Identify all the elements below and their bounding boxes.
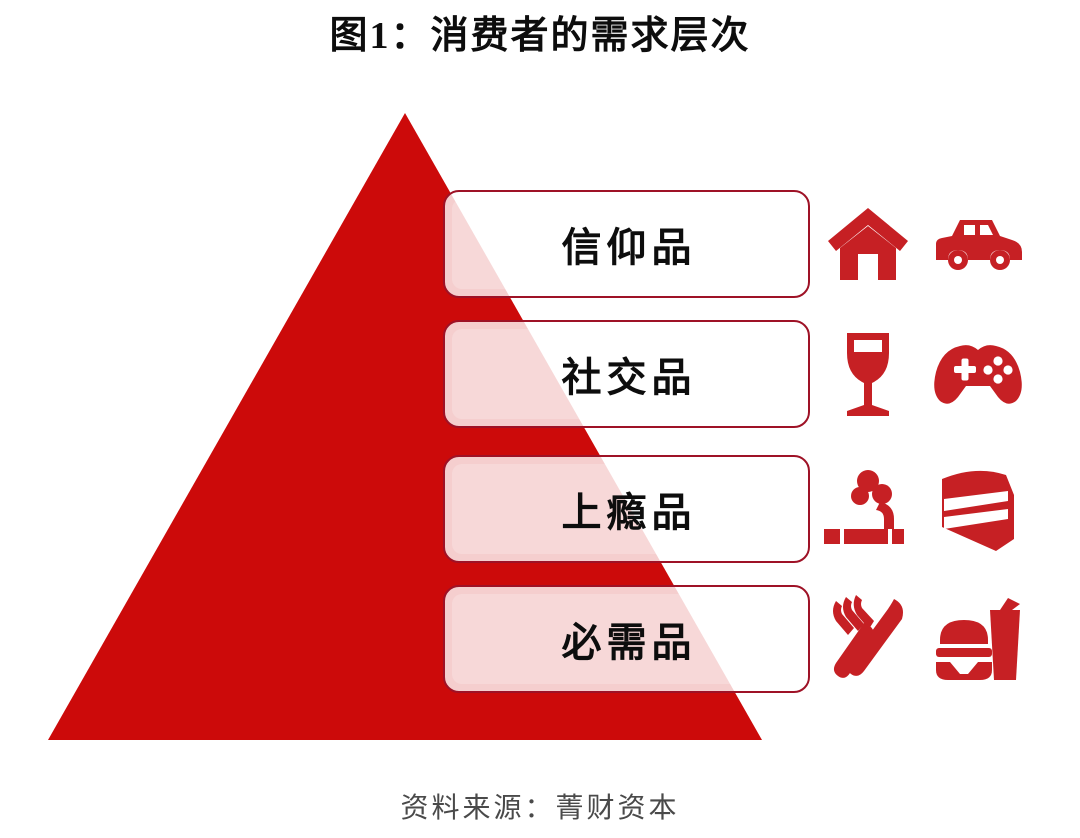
- level-label-box[interactable]: 社交品: [443, 320, 810, 428]
- pyramid-shape: [48, 113, 762, 740]
- level-icon-pair: [822, 455, 1042, 563]
- cigarette-icon: [822, 463, 914, 555]
- level-icon-pair: [822, 320, 1042, 428]
- level-label-box[interactable]: 必需品: [443, 585, 810, 693]
- fork-knife-icon: [822, 593, 914, 685]
- burger-drink-icon: [932, 593, 1024, 685]
- level-icon-pair: [822, 190, 1042, 298]
- pyramid-level-4[interactable]: 必需品: [0, 585, 1080, 693]
- level-icon-pair: [822, 585, 1042, 693]
- level-label-text: 信仰品: [561, 225, 697, 270]
- level-label-text: 上瘾品: [561, 490, 697, 535]
- wine-glass-icon: [822, 328, 914, 420]
- cake-slice-icon: [932, 463, 1024, 555]
- game-controller-icon: [932, 328, 1024, 420]
- level-label-box[interactable]: 信仰品: [443, 190, 810, 298]
- house-icon: [822, 198, 914, 290]
- pyramid-level-3[interactable]: 上瘾品: [0, 455, 1080, 563]
- level-label-box[interactable]: 上瘾品: [443, 455, 810, 563]
- car-icon: [932, 198, 1024, 290]
- source-note: 资料来源：菁财资本: [400, 793, 680, 824]
- pyramid-level-1[interactable]: 信仰品: [0, 190, 1080, 298]
- level-label-text: 必需品: [561, 620, 697, 665]
- page-title: 图1：消费者的需求层次: [329, 15, 751, 57]
- level-label-text: 社交品: [561, 355, 697, 400]
- pyramid-level-2[interactable]: 社交品: [0, 320, 1080, 428]
- pyramid-diagram: 信仰品 社交品: [0, 95, 1080, 760]
